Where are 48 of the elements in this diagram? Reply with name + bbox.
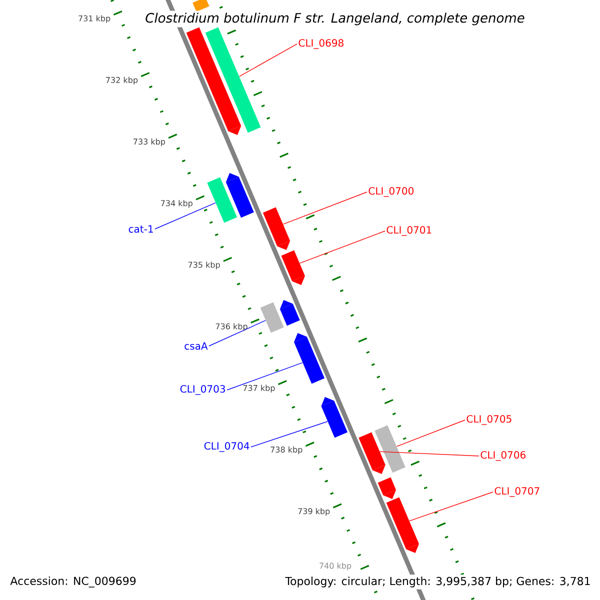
gene-feature (192, 0, 210, 12)
gene-feature (186, 27, 242, 135)
gene-label: csaA (184, 342, 208, 350)
position-label: 737 kbp (243, 384, 275, 393)
leader-line (208, 320, 266, 346)
footer-text: Topology: circular; Length: 3,995,387 bp; Genes: 3,781 (283, 574, 593, 590)
gene-feature (260, 302, 284, 333)
gene-label: CLI_0701 (386, 226, 432, 236)
gene-feature (205, 27, 261, 133)
gene-label: CLI_0704 (204, 442, 250, 452)
leader-line (226, 362, 303, 390)
gene-label: CLI_0707 (494, 487, 540, 497)
position-label: 732 kbp (106, 76, 138, 85)
gene-feature (207, 177, 238, 223)
leader-line (380, 451, 480, 456)
gene-label: cat-1 (128, 225, 153, 233)
leader-line (396, 420, 466, 447)
gene-feature (386, 497, 419, 553)
leader-line (282, 192, 368, 225)
position-label: 736 kbp (216, 323, 248, 331)
gene-feature (280, 300, 300, 326)
gene-label: CLI_0698 (298, 39, 344, 49)
gene-feature (226, 173, 254, 218)
gene-label: CLI_0705 (466, 415, 512, 425)
position-label: 740 kbp (320, 562, 352, 570)
position-label: 735 kbp (188, 262, 220, 270)
leader-line (299, 230, 386, 264)
gene-feature (321, 397, 348, 438)
gene-label: CLI_0706 (480, 451, 526, 461)
footer-text: Accession: NC_009699 (8, 574, 138, 590)
gene-feature (378, 477, 396, 499)
leader-line (154, 202, 216, 230)
gene-feature (281, 250, 305, 285)
gene-feature (374, 425, 406, 473)
position-label: 738 kbp (270, 446, 302, 454)
title: Clostridium botulinum F str. Langeland, complete genome (143, 10, 527, 28)
gene-label: CLI_0703 (180, 385, 225, 395)
gene-feature (262, 207, 290, 250)
position-label: 733 kbp (134, 138, 166, 146)
gene-feature (294, 333, 325, 384)
position-label: 731 kbp (78, 15, 110, 23)
position-label: 734 kbp (160, 200, 192, 208)
position-label: 739 kbp (298, 508, 330, 516)
leader-line (239, 44, 298, 77)
leader-line (409, 492, 494, 522)
leader-line (250, 421, 328, 448)
gene-label: CLI_0700 (368, 187, 414, 197)
gene-feature (358, 432, 386, 474)
